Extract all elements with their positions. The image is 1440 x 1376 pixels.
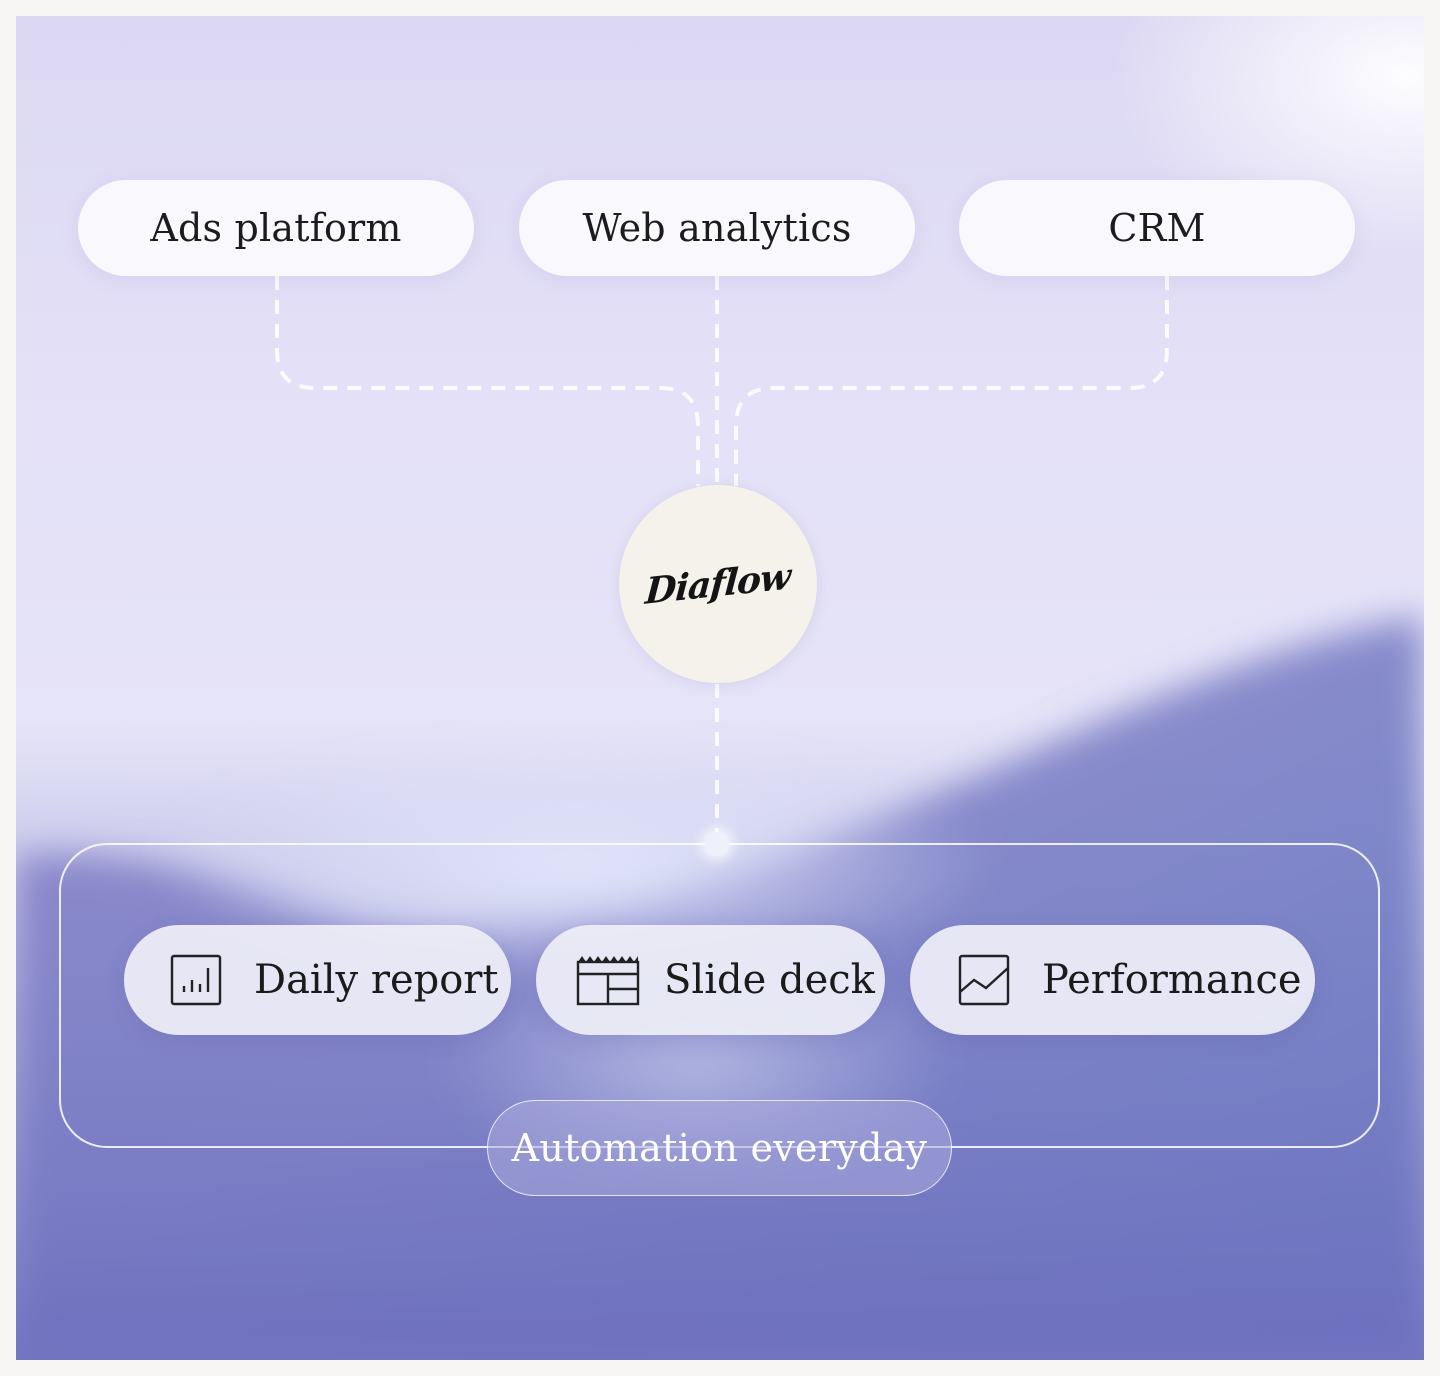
- output-label: Daily report: [254, 957, 499, 1003]
- diaflow-hub[interactable]: Diaflow: [619, 485, 817, 683]
- diaflow-logo: Diaflow: [644, 555, 792, 613]
- line-chart-icon: [958, 954, 1010, 1006]
- output-slide-deck[interactable]: Slide deck: [536, 925, 885, 1035]
- badge-label: Automation everyday: [511, 1126, 928, 1170]
- output-label: Slide deck: [664, 957, 875, 1003]
- source-crm[interactable]: CRM: [959, 180, 1355, 276]
- slide-deck-icon: [576, 956, 640, 1006]
- source-ads-platform[interactable]: Ads platform: [78, 180, 474, 276]
- source-label: Ads platform: [150, 206, 402, 250]
- output-daily-report[interactable]: Daily report: [124, 925, 511, 1035]
- output-label: Performance: [1042, 957, 1302, 1003]
- connector-dot: [705, 832, 729, 856]
- bar-chart-icon: [170, 954, 222, 1006]
- source-label: CRM: [1108, 206, 1206, 250]
- automation-everyday-badge: Automation everyday: [487, 1100, 952, 1196]
- output-performance[interactable]: Performance: [910, 925, 1315, 1035]
- source-label: Web analytics: [582, 206, 852, 250]
- source-web-analytics[interactable]: Web analytics: [519, 180, 915, 276]
